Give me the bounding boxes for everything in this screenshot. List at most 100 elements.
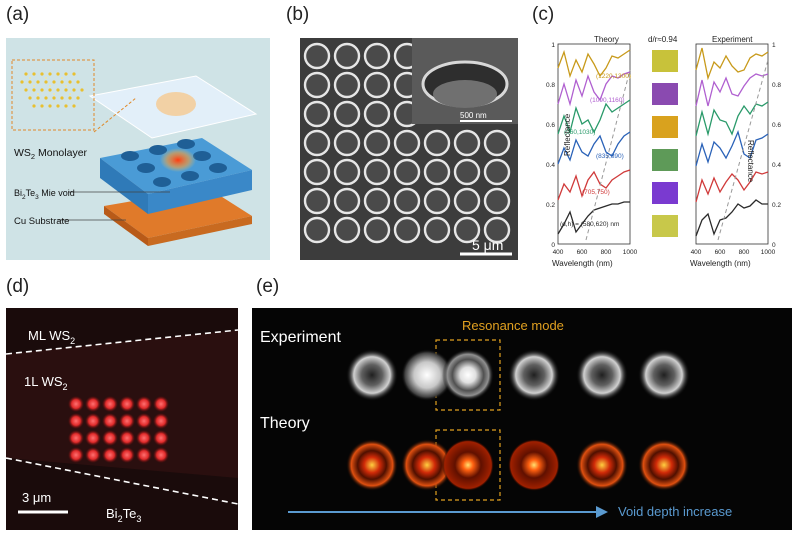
void-hole xyxy=(333,71,361,99)
pl-spot xyxy=(102,430,118,446)
void-hole xyxy=(303,158,331,186)
void-hole xyxy=(363,100,391,128)
void-hole xyxy=(303,100,331,128)
x-tick-label: 400 xyxy=(691,249,702,256)
pl-spot xyxy=(119,447,135,463)
theory-mode-image xyxy=(576,439,628,491)
void-hole xyxy=(303,187,331,215)
pl-spot xyxy=(119,413,135,429)
color-swatch xyxy=(652,50,678,72)
pl-spot xyxy=(102,396,118,412)
experiment-xlabel: Wavelength (nm) xyxy=(690,259,751,268)
void-hole xyxy=(333,216,361,244)
x-tick-label: 800 xyxy=(739,249,750,256)
experiment-yticks: 00.20.40.60.81 xyxy=(772,42,781,249)
pl-spot xyxy=(85,396,101,412)
series-line xyxy=(557,49,631,79)
void-hole xyxy=(363,129,391,157)
scale-text-d: 3 μm xyxy=(22,490,51,505)
pl-spot xyxy=(85,430,101,446)
y-tick-label: 0.8 xyxy=(772,82,781,89)
void-hole xyxy=(333,129,361,157)
theory-mode-image xyxy=(638,439,690,491)
depth-arrow-head xyxy=(596,506,608,518)
x-tick-label: 800 xyxy=(601,249,612,256)
ws2-lattice-secondary xyxy=(29,77,71,95)
void-hole xyxy=(393,129,421,157)
inset-leader xyxy=(93,97,137,133)
void-hole xyxy=(483,129,511,157)
void-hole xyxy=(453,129,481,157)
pl-spot xyxy=(136,396,152,412)
void-hole xyxy=(303,129,331,157)
cu-substrate-side xyxy=(104,206,148,246)
color-swatch xyxy=(652,149,678,171)
series-annotation: (d,h) = (580,620) nm xyxy=(560,221,619,228)
y-tick-label: 0.4 xyxy=(546,162,555,169)
void-hole xyxy=(423,187,451,215)
y-tick-label: 0.6 xyxy=(772,122,781,129)
void-hole xyxy=(363,158,391,186)
x-tick-label: 600 xyxy=(715,249,726,256)
y-tick-label: 0 xyxy=(551,242,555,249)
modes-background xyxy=(252,308,792,530)
theory-mode-image xyxy=(442,439,494,491)
sheet-glow xyxy=(156,92,196,116)
series-line xyxy=(695,171,769,203)
pl-spot xyxy=(85,413,101,429)
series-annotation: (1220,1300) xyxy=(596,73,631,80)
theory-guide xyxy=(585,69,631,241)
theory-mode-image xyxy=(508,439,560,491)
void-hole xyxy=(363,216,391,244)
void-hole xyxy=(363,71,391,99)
pl-spot xyxy=(153,413,169,429)
bi2te3-label-d: Bi2Te3 xyxy=(106,506,141,524)
theory-mode-image xyxy=(346,439,398,491)
series-line xyxy=(695,199,768,237)
pl-spot xyxy=(85,447,101,463)
void-hole xyxy=(423,129,451,157)
experiment-mode-image xyxy=(401,349,453,401)
resonance-glow xyxy=(160,148,196,172)
experiment-ylabel: Reflectance xyxy=(746,140,755,183)
pl-spot xyxy=(153,396,169,412)
void-hole xyxy=(303,42,331,70)
boundary-top xyxy=(6,329,238,355)
panel-e-modes: Experiment Theory Resonance mode Void de… xyxy=(252,308,792,530)
ws2-lattice xyxy=(20,72,84,108)
theory-mode-image xyxy=(401,439,453,491)
void-hole xyxy=(483,216,511,244)
color-swatch xyxy=(652,83,678,105)
experiment-row-label: Experiment xyxy=(260,329,341,346)
series-line xyxy=(695,47,769,81)
color-swatches xyxy=(652,50,678,237)
lattice-inset xyxy=(11,59,95,131)
x-tick-label: 400 xyxy=(553,249,564,256)
void-hole xyxy=(423,216,451,244)
color-swatch xyxy=(652,215,678,237)
color-swatch xyxy=(652,116,678,138)
experiment-mode-image xyxy=(442,349,494,401)
y-tick-label: 0.4 xyxy=(772,162,781,169)
y-tick-label: 0.8 xyxy=(546,82,555,89)
pl-spot xyxy=(136,430,152,446)
experiment-mode-image xyxy=(346,349,398,401)
y-tick-label: 0.6 xyxy=(546,122,555,129)
theory-xlabel: Wavelength (nm) xyxy=(552,259,613,268)
series-annotation: (705,750) xyxy=(582,189,610,196)
series-line xyxy=(695,73,769,107)
pl-spot xyxy=(102,413,118,429)
series-line xyxy=(557,169,631,201)
void-hole xyxy=(453,187,481,215)
panel-d-pl-image: ML WS2 1L WS2 Bi2Te3 3 μm xyxy=(6,308,238,530)
pl-spot xyxy=(136,447,152,463)
ws2-label: WS2 Monolayer xyxy=(14,147,88,161)
theory-annotations: (1220,1300)(1090,1160)(960,1030)(835,890… xyxy=(560,73,631,228)
void-hole xyxy=(483,158,511,186)
panel-c-label: (c) xyxy=(532,4,555,25)
theory-title: Theory xyxy=(594,35,619,44)
pl-spot xyxy=(102,447,118,463)
color-swatch xyxy=(652,182,678,204)
y-tick-label: 0.2 xyxy=(772,202,781,209)
